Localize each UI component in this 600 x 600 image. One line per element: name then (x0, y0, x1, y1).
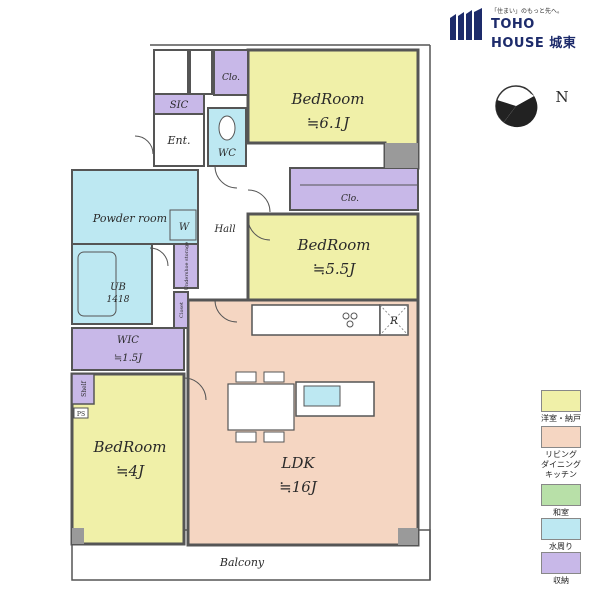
closet-small-label: Closet (179, 302, 185, 318)
entrance (153, 113, 205, 167)
balcony-label: Balcony (219, 556, 265, 569)
pillar (72, 528, 84, 544)
bedroom-5-5-name: BedRoom (296, 236, 370, 254)
bedroom-6-1-size: ≒6.1J (307, 114, 350, 132)
pillar (398, 528, 418, 545)
legend-item-bedroom: 洋室・納戸 (541, 390, 581, 424)
powder-room-label: Powder room (92, 212, 167, 225)
legend-item-water: 水周り (541, 518, 581, 552)
bedroom-5-5-size: ≒5.5J (313, 260, 356, 278)
legend-label: 洋室・納戸 (541, 414, 581, 423)
sic-label: SIC (170, 100, 189, 111)
legend-swatch (541, 552, 581, 574)
ldk-room (186, 298, 420, 547)
legend-label: 和室 (553, 508, 569, 517)
wc-label: WC (218, 148, 236, 159)
ldk-name: LDK (280, 454, 315, 472)
logo-mark-icon (450, 8, 482, 40)
compass-north-label: N (555, 88, 568, 106)
kitchen-counter (251, 304, 381, 336)
fridge-label: R (389, 316, 398, 327)
shelf-storage (71, 373, 95, 405)
brand-tagline: 「住まい」のもっと先へ。 (491, 8, 564, 15)
sink-icon (303, 385, 341, 407)
closet-lower (289, 167, 419, 211)
toilet-icon (218, 115, 236, 141)
dining-table (227, 383, 295, 431)
ldk-size: ≒16J (279, 478, 318, 496)
wic-size-label: ≒1.5J (114, 353, 143, 364)
legend-swatch (541, 484, 581, 506)
bedroom-4-size: ≒4J (116, 462, 145, 480)
stove-icon (342, 312, 358, 328)
legend-label: 水周り (549, 542, 573, 551)
ub-label: UB (110, 282, 126, 293)
brand-logo (448, 6, 598, 50)
wic-label: WIC (117, 335, 139, 346)
washer-space (169, 209, 197, 241)
legend-item-ldk: リビング ダイニング キッチン (541, 426, 581, 480)
pillar (385, 143, 418, 168)
hall-label: Hall (213, 224, 235, 235)
legend-swatch (541, 390, 581, 412)
compass-icon (495, 85, 538, 128)
undershoe-storage (173, 243, 199, 289)
washer-label: W (179, 222, 190, 233)
pipe-space (73, 407, 89, 419)
shelf-label: Shelf (81, 380, 88, 396)
legend-label: リビング ダイニング キッチン (541, 450, 581, 479)
legend-item-storage: 収納 (541, 552, 581, 586)
bedroom-4-name: BedRoom (92, 438, 166, 456)
ps-label: PS (77, 411, 85, 418)
brand-name-line2: HOUSE 城東 (491, 36, 577, 51)
closet-upper-label: Clo. (222, 73, 240, 83)
ub-size-label: 1418 (107, 295, 130, 305)
legend-swatch (541, 518, 581, 540)
brand-name-line1: TOHO (491, 17, 535, 32)
closet-lower-label: Clo. (341, 194, 359, 204)
wic-storage (71, 327, 185, 371)
legend-label: 収納 (553, 576, 569, 585)
legend-swatch (541, 426, 581, 448)
undershoe-label: Undershoe storage (184, 242, 190, 290)
entrance-label: Ent. (166, 134, 190, 147)
legend-item-washitsu: 和室 (541, 484, 581, 518)
bedroom-5-5-room (246, 212, 420, 302)
bedroom-6-1-name: BedRoom (290, 90, 364, 108)
closet-upper (213, 49, 249, 96)
